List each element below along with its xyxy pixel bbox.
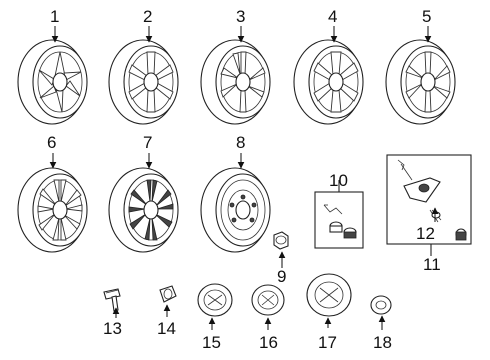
callout-3: 3 (236, 7, 245, 26)
valve-kit-part[interactable] (323, 204, 357, 239)
wheel-4[interactable] (293, 39, 364, 125)
callout-9: 9 (277, 267, 286, 286)
callout-8: 8 (236, 133, 245, 152)
tpms-sensor-part[interactable] (397, 159, 467, 241)
wheel-3[interactable] (200, 39, 271, 125)
callout-10: 10 (329, 171, 348, 190)
callout-13: 13 (103, 319, 122, 338)
hub-cap-16-part[interactable] (251, 284, 285, 316)
callout-17: 17 (318, 333, 337, 352)
wheel-7[interactable] (108, 167, 179, 253)
callout-1: 1 (50, 7, 59, 26)
wheel-2[interactable] (108, 39, 179, 125)
callout-6: 6 (47, 133, 56, 152)
center-cap-small-part[interactable] (159, 285, 177, 303)
hub-cap-17-part[interactable] (306, 273, 352, 317)
callout-18: 18 (373, 333, 392, 352)
callout-7: 7 (143, 133, 152, 152)
callout-16: 16 (259, 333, 278, 352)
hub-cap-15-part[interactable] (197, 283, 233, 317)
tpms-box-11 (386, 154, 472, 245)
lug-nut-part[interactable] (273, 231, 289, 250)
callout-11: 11 (423, 255, 441, 274)
callout-4: 4 (328, 7, 337, 26)
wheel-8[interactable] (200, 167, 271, 253)
wheel-5[interactable] (385, 39, 456, 125)
wheel-1[interactable] (17, 39, 88, 125)
callout-5: 5 (422, 7, 431, 26)
valve-stem-part[interactable] (103, 288, 121, 312)
kit-box-10 (314, 191, 364, 249)
callout-12: 12 (416, 224, 435, 243)
wheel-6[interactable] (17, 167, 88, 253)
washer-part[interactable] (370, 295, 392, 315)
callout-14: 14 (157, 319, 176, 338)
callout-15: 15 (202, 333, 221, 352)
callout-2: 2 (143, 7, 152, 26)
